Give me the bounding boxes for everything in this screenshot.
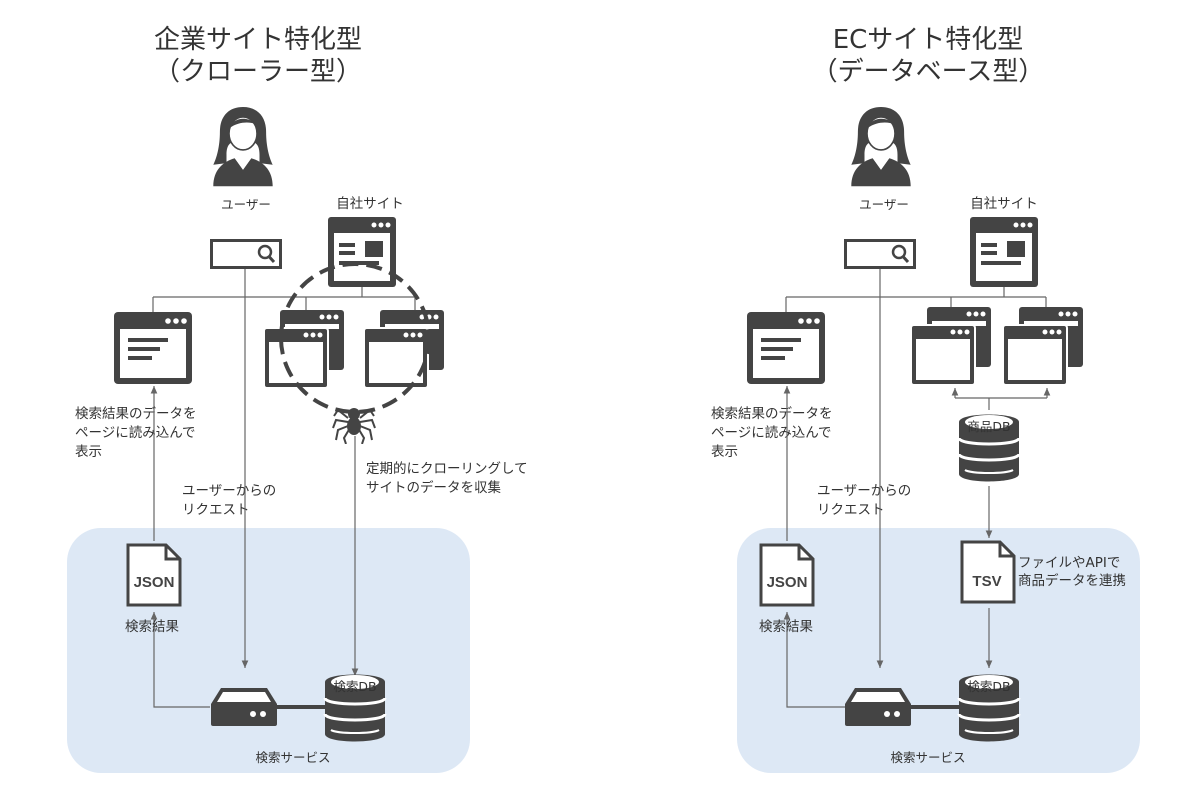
left-display-note: 検索結果のデータを ページに読み込んで 表示 [75, 405, 201, 460]
site-pages-stack-icon [264, 310, 344, 388]
right-site-label: 自社サイト [970, 196, 1038, 212]
left-crawl-note: 定期的にクローリングして サイトのデータを収集 [366, 461, 532, 496]
product-pages-stack-icon [1003, 307, 1083, 385]
search-box-icon [844, 239, 916, 269]
product-pages-stack-icon [911, 307, 991, 385]
result-page-icon [114, 312, 192, 384]
right-json-label: JSON [767, 574, 808, 591]
right-product-db-label: 商品DB [967, 419, 1010, 434]
right-title-line2: （データベース型） [812, 57, 1045, 87]
left-title-line1: 企業サイト特化型 [154, 25, 362, 55]
right-title-line1: ECサイト特化型 [833, 25, 1024, 55]
right-service-label: 検索サービス [890, 750, 965, 765]
right-diagram: ECサイト特化型 （データベース型） ユーザー 自社サイト 商品DB 検索結果の… [711, 25, 1140, 773]
result-page-icon [747, 312, 825, 384]
left-diagram: 企業サイト特化型 （クローラー型） ユーザー 自社サイト 検索結果のデータを ペ… [67, 25, 532, 773]
left-result-label: 検索結果 [125, 619, 179, 635]
left-json-label: JSON [134, 574, 175, 591]
left-user-label: ユーザー [221, 197, 271, 212]
left-service-label: 検索サービス [255, 750, 330, 765]
right-result-label: 検索結果 [759, 619, 813, 635]
own-site-icon [328, 217, 396, 287]
crawl-range-circle [279, 262, 431, 414]
right-request-note: ユーザーからの リクエスト [817, 483, 916, 518]
spider-icon [332, 407, 376, 444]
tsv-document-icon [960, 540, 1016, 604]
right-tsv-label: TSV [972, 573, 1001, 590]
server-icon [211, 688, 277, 726]
right-search-service-panel [737, 528, 1140, 773]
user-woman-icon [212, 106, 274, 188]
own-site-icon [970, 217, 1038, 287]
user-woman-icon [850, 106, 912, 188]
server-icon [845, 688, 911, 726]
left-db-label: 検索DB [333, 679, 376, 694]
left-title-line2: （クローラー型） [154, 57, 362, 87]
right-user-label: ユーザー [859, 197, 909, 212]
right-display-note: 検索結果のデータを ページに読み込んで 表示 [711, 405, 837, 460]
left-request-note: ユーザーからの リクエスト [182, 483, 281, 518]
site-pages-stack-icon [364, 310, 444, 388]
right-db-label: 検索DB [967, 679, 1010, 694]
right-tsv-note: ファイルやAPIで 商品データを連携 [1018, 555, 1126, 589]
search-box-icon [210, 239, 282, 269]
left-site-label: 自社サイト [336, 196, 404, 212]
